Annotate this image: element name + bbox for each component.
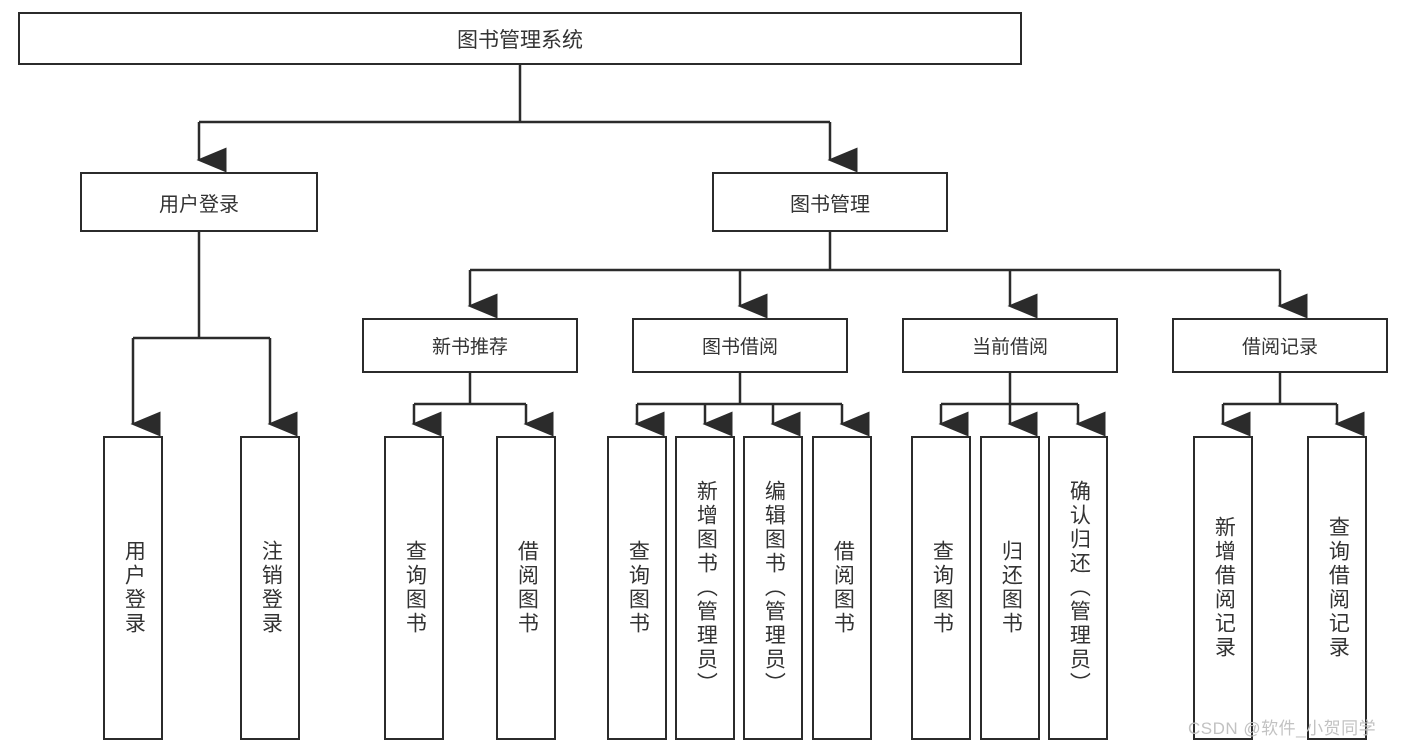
node-borrow-record[interactable]: 借阅记录 <box>1172 318 1388 373</box>
watermark: CSDN @软件_小贺同学 <box>1188 719 1377 738</box>
node-new-book-recommend-label: 新书推荐 <box>431 337 508 358</box>
node-borrow-record-label: 借阅记录 <box>1241 337 1318 358</box>
leaf-return-book-label: 归还图书 <box>999 540 1023 636</box>
node-book-borrow-label: 图书借阅 <box>701 337 778 358</box>
node-book-borrow[interactable]: 图书借阅 <box>632 318 848 373</box>
leaf-user-login[interactable]: 用户登录 <box>103 436 163 740</box>
leaf-logout[interactable]: 注销登录 <box>240 436 300 740</box>
leaf-add-borrow-record-label: 新增借阅记录 <box>1212 516 1236 660</box>
leaf-query-book-current-label: 查询图书 <box>930 540 954 636</box>
leaf-query-book-recommend-label: 查询图书 <box>403 540 427 636</box>
leaf-query-borrow-record[interactable]: 查询借阅记录 <box>1307 436 1367 740</box>
leaf-edit-book-admin[interactable]: 编辑图书（管理员） <box>743 436 803 740</box>
leaf-logout-label: 注销登录 <box>259 540 283 636</box>
leaf-query-borrow-record-label: 查询借阅记录 <box>1326 516 1350 660</box>
leaf-query-book-borrow[interactable]: 查询图书 <box>607 436 667 740</box>
node-root-label: 图书管理系统 <box>457 28 583 52</box>
leaf-return-book[interactable]: 归还图书 <box>980 436 1040 740</box>
leaf-edit-book-admin-label: 编辑图书（管理员） <box>762 480 786 696</box>
node-current-borrow-label: 当前借阅 <box>971 337 1048 358</box>
node-current-borrow[interactable]: 当前借阅 <box>902 318 1118 373</box>
leaf-add-book-admin[interactable]: 新增图书（管理员） <box>675 436 735 740</box>
leaf-add-borrow-record[interactable]: 新增借阅记录 <box>1193 436 1253 740</box>
leaf-confirm-return-admin[interactable]: 确认归还（管理员） <box>1048 436 1108 740</box>
leaf-query-book-borrow-label: 查询图书 <box>626 540 650 636</box>
node-book-management[interactable]: 图书管理 <box>712 172 948 232</box>
leaf-borrow-book-recommend[interactable]: 借阅图书 <box>496 436 556 740</box>
node-new-book-recommend[interactable]: 新书推荐 <box>362 318 578 373</box>
leaf-query-book-current[interactable]: 查询图书 <box>911 436 971 740</box>
leaf-borrow-book-label: 借阅图书 <box>831 540 855 636</box>
node-root[interactable]: 图书管理系统 <box>18 12 1022 65</box>
node-user-login[interactable]: 用户登录 <box>80 172 318 232</box>
leaf-borrow-book[interactable]: 借阅图书 <box>812 436 872 740</box>
leaf-user-login-label: 用户登录 <box>122 540 146 636</box>
leaf-confirm-return-admin-label: 确认归还（管理员） <box>1067 480 1091 696</box>
node-user-login-label: 用户登录 <box>159 193 239 216</box>
leaf-add-book-admin-label: 新增图书（管理员） <box>694 480 718 696</box>
node-book-management-label: 图书管理 <box>790 193 870 216</box>
leaf-borrow-book-recommend-label: 借阅图书 <box>515 540 539 636</box>
leaf-query-book-recommend[interactable]: 查询图书 <box>384 436 444 740</box>
